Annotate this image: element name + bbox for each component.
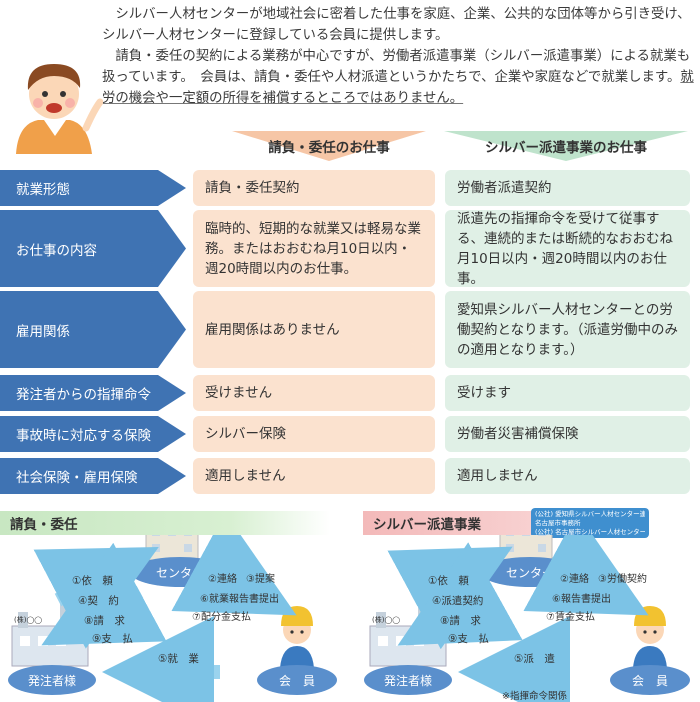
step-label: ⑤派 遣 (514, 652, 555, 665)
haken-cell: 労働者災害補償保険 (445, 416, 690, 452)
haken-cell: 派遣先の指揮命令を受けて従事する、連続的または断続的なおおむね月10日以内・週2… (445, 210, 690, 287)
step-label: ⑥就業報告書提出 (200, 592, 279, 605)
arrow-center-to-client (397, 542, 523, 646)
intro-paragraph-2a: 請負・委任の契約による業務が中心ですが、労働者派遣事業（シルバー派遣事業）による… (102, 49, 691, 85)
intro-paragraph-2: 請負・委任の契約による業務が中心ですが、労働者派遣事業（シルバー派遣事業）による… (102, 46, 694, 109)
step-label: ⑧請 求 (440, 614, 481, 627)
client-label: 発注者様 (384, 673, 432, 688)
column-header-ukeoi: 請負・委任のお仕事 (232, 131, 426, 161)
client-sign: (株)◯◯ (372, 615, 400, 624)
member-label: 会 員 (632, 674, 668, 688)
ukeoi-cell: 請負・委任契約 (193, 170, 435, 206)
member-worker-icon (633, 606, 667, 668)
step-label: ③労働契約 (598, 572, 647, 585)
step-label: ②連絡 (560, 572, 589, 585)
client-label: 発注者様 (28, 673, 76, 688)
step-label: ①依 頼 (428, 574, 469, 587)
member-ground (257, 665, 337, 695)
haken-cell: 受けます (445, 375, 690, 411)
center-label: センター (156, 566, 204, 580)
intro-disclaimer: 就労の機会や一定額の所得を補償するところではありません。 (102, 70, 694, 106)
arrow-center-to-client (41, 542, 167, 646)
step-label: ④派遣契約 (432, 594, 483, 607)
member-worker-icon (280, 606, 314, 668)
haken-diagram: センター (株)◯◯ 発注者様 会 員 ①依 頼 ④派遣契約 ⑧請 求 ⑨支 払… (364, 535, 690, 702)
step-label: ①依 頼 (72, 574, 113, 587)
arrow-center-to-member (523, 535, 649, 616)
client-factory-icon (11, 604, 89, 667)
step-label: ⑥報告書提出 (552, 592, 611, 605)
row-label: 発注者からの指揮命令 (0, 375, 186, 411)
ukeoi-cell: 臨時的、短期的な就業又は軽易な業務。またはおおむね月10日以内・週20時間以内の… (193, 210, 435, 287)
command-relation-note: ※指揮命令関係 (502, 691, 567, 702)
diagram-title-ukeoi: 請負・委任 (0, 511, 330, 535)
step-label: ②連絡 (208, 572, 237, 585)
ukeoi-cell: 適用しません (193, 458, 435, 494)
member-label: 会 員 (279, 674, 315, 688)
arrow-center-to-member (171, 535, 297, 616)
intro-paragraph-1: シルバー人材センターが地域社会に密着した仕事を家庭、企業、公共的な団体等から引き… (102, 7, 691, 43)
table-row: 雇用関係 雇用関係はありません 愛知県シルバー人材センターとの労働契約となります… (0, 291, 700, 368)
row-label: 事故時に対応する保険 (0, 416, 186, 452)
table-row: 社会保険・雇用保険 適用しません 適用しません (0, 458, 700, 494)
flow-diagrams: センター (株)◯◯ 発注者様 会 員 ①依 頼 ④契 約 ⑧請 求 ⑨支 払 … (8, 535, 690, 702)
step-label: ⑨支 払 (448, 632, 489, 645)
member-ground (610, 665, 690, 695)
step-label: ③提案 (246, 572, 275, 585)
step-label: ⑦配分金支払 (192, 610, 251, 623)
row-label: お仕事の内容 (0, 210, 186, 287)
mascot-illustration (16, 64, 103, 154)
client-ground (8, 665, 96, 695)
step-label: ⑨支 払 (92, 632, 133, 645)
table-row: 事故時に対応する保険 シルバー保険 労働者災害補償保険 (0, 416, 700, 452)
table-row: 発注者からの指揮命令 受けません 受けます (0, 375, 700, 411)
table-row: 就業形態 請負・委任契約 労働者派遣契約 (0, 170, 700, 206)
ukeoi-cell: 受けません (193, 375, 435, 411)
table-row: お仕事の内容 臨時的、短期的な就業又は軽易な業務。またはおおむね月10日以内・週… (0, 210, 700, 287)
row-label: 社会保険・雇用保険 (0, 458, 186, 494)
center-building-icon (499, 535, 553, 561)
haken-cell: 愛知県シルバー人材センターとの労働契約となります。（派遣労働中のみの適用となりま… (445, 291, 690, 368)
step-label: ⑦賃金支払 (546, 610, 595, 623)
client-ground (364, 665, 452, 695)
ukeoi-cell: シルバー保険 (193, 416, 435, 452)
row-label: 雇用関係 (0, 291, 186, 368)
intro-text: シルバー人材センターが地域社会に密着した仕事を家庭、企業、公共的な団体等から引き… (102, 4, 694, 109)
ukeoi-cell: 雇用関係はありません (193, 291, 435, 368)
row-label: 就業形態 (0, 170, 186, 206)
organization-info-box: (公社) 愛知県シルバー人材センター連合会 名古屋市事務所 (公社) 名古屋市シ… (531, 508, 649, 538)
step-label: ④契 約 (78, 594, 119, 607)
client-sign: (株)◯◯ (14, 615, 42, 624)
step-label: ⑧請 求 (84, 614, 125, 627)
ukeoi-diagram: センター (株)◯◯ 発注者様 会 員 ①依 頼 ④契 約 ⑧請 求 ⑨支 払 … (8, 535, 337, 702)
center-building-icon (145, 535, 199, 561)
step-label: ⑤就 業 (158, 652, 199, 665)
client-factory-icon (369, 604, 447, 667)
haken-cell: 適用しません (445, 458, 690, 494)
center-label: センター (506, 566, 554, 580)
column-header-haken: シルバー派遣事業のお仕事 (444, 131, 688, 161)
haken-cell: 労働者派遣契約 (445, 170, 690, 206)
